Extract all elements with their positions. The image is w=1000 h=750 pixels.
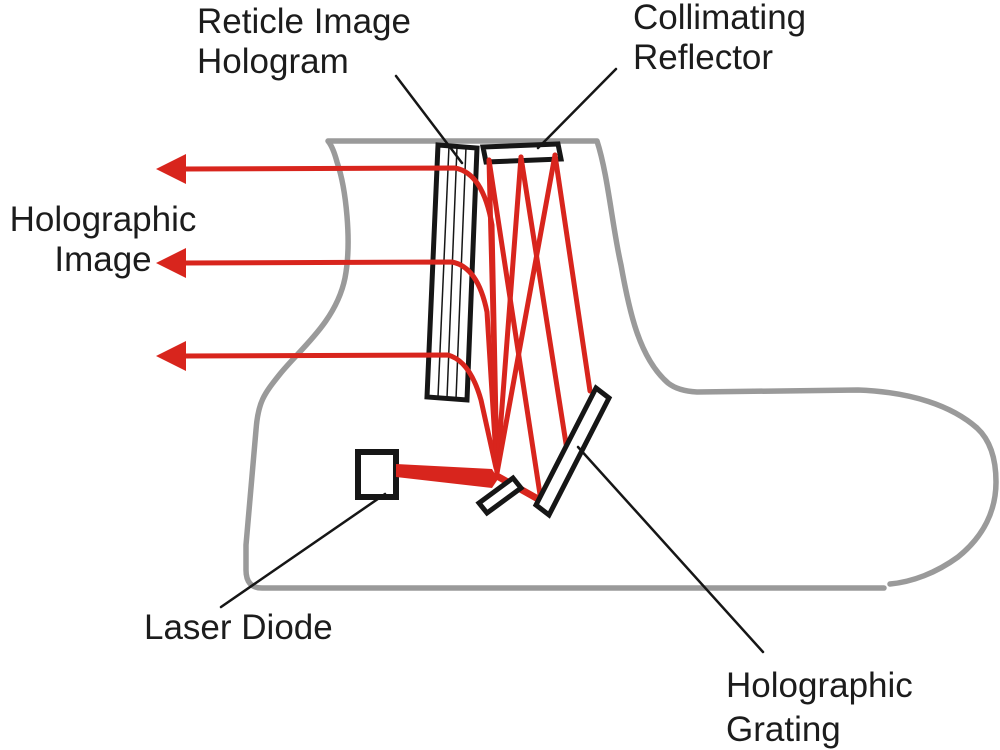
laser-diode-box: [355, 449, 399, 500]
exit-arrowhead-top: [156, 154, 186, 184]
beam-reflector-to-grating-3: [552, 152, 593, 394]
exit-arrowhead-middle: [156, 248, 186, 278]
optics-over-group: [475, 384, 613, 519]
beam-focus-to-reflector-mid: [494, 154, 524, 476]
exit-beam-bottom: [181, 352, 499, 471]
housing-outline: [243, 138, 999, 591]
collimating-reflector-bar: [479, 141, 565, 165]
laser-diode-beam-wedge: [396, 464, 498, 488]
label-laser-diode: Laser Diode: [144, 608, 333, 647]
fold-mirror: [475, 474, 525, 517]
leader-laser-diode: [219, 492, 387, 609]
exit-arrowhead-bottom: [156, 341, 186, 371]
leader-collimating-reflector: [536, 67, 618, 150]
label-reticle-image-hologram: Reticle Image Hologram: [197, 2, 411, 81]
holographic-grating-bar: [532, 384, 613, 519]
beam-reflector-to-grating-2: [518, 154, 570, 453]
leader-line-group: [219, 67, 765, 654]
label-holographic-image: Holographic Image: [9, 200, 197, 279]
leader-reticle-hologram: [394, 74, 464, 165]
leader-holographic-grating: [576, 445, 765, 654]
label-holographic-grating: Holographic Grating: [726, 666, 913, 749]
beam-focus-to-reflector-right: [494, 152, 558, 476]
exit-beam-middle: [181, 259, 500, 476]
label-collimating-reflector: Collimating Reflector: [633, 0, 807, 77]
housing-outline-group: [243, 138, 999, 591]
beam-reflector-to-grating-1: [486, 157, 544, 504]
beam-solid-group: [156, 154, 498, 488]
beam-focus-to-reflector-left: [486, 157, 500, 476]
optics-under-group: [355, 141, 565, 500]
